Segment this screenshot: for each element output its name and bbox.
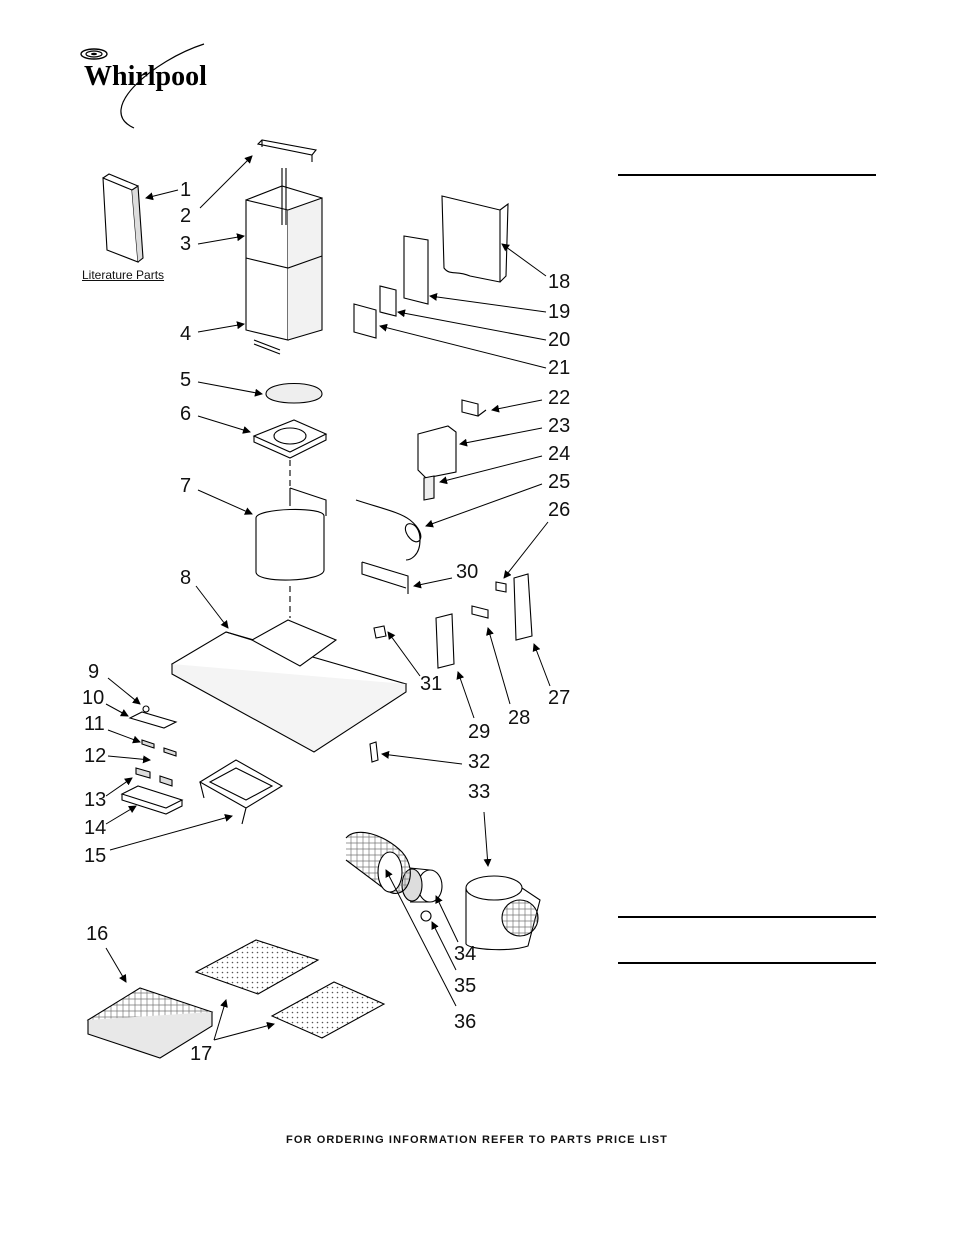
part-29 (435, 613, 455, 669)
callout-35: 35 (454, 975, 477, 997)
callout-31: 31 (420, 673, 443, 695)
callout-11: 11 (84, 713, 105, 735)
callout-9: 9 (88, 661, 100, 683)
callout-8: 8 (180, 567, 192, 589)
bracket-19 (403, 235, 429, 305)
bracket-21 (353, 303, 377, 339)
rule-top (618, 174, 876, 176)
duct-bracket (256, 139, 318, 162)
callout-3: 3 (180, 233, 192, 255)
callout-5: 5 (180, 369, 192, 391)
callout-28: 28 (508, 707, 531, 729)
callout-24: 24 (548, 443, 571, 465)
blower-wheel (345, 831, 411, 894)
ordering-info-footer: FOR ORDERING INFORMATION REFER TO PARTS … (286, 1134, 668, 1146)
washer (420, 910, 432, 922)
callout-12: 12 (84, 745, 107, 767)
blower-housing (465, 875, 541, 951)
callout-2: 2 (180, 205, 192, 227)
chimney-cover (245, 168, 323, 355)
callout-7: 7 (180, 475, 192, 497)
grease-filter-left (194, 939, 320, 995)
grease-tray (198, 759, 284, 825)
callout-13: 13 (84, 789, 107, 811)
callout-6: 6 (180, 403, 192, 425)
power-cord (355, 499, 422, 561)
bracket-20 (379, 285, 397, 317)
callout-33: 33 (468, 781, 491, 803)
callout-19: 19 (548, 301, 571, 323)
callout-23: 23 (548, 415, 571, 437)
part-31 (373, 625, 387, 639)
callout-21: 21 (548, 357, 571, 379)
callout-18: 18 (548, 271, 571, 293)
callout-34: 34 (454, 943, 477, 965)
callout-16: 16 (86, 923, 109, 945)
callout-30: 30 (456, 561, 479, 583)
hood-canopy (170, 619, 408, 753)
callout-15: 15 (84, 845, 107, 867)
callout-1: 1 (180, 179, 192, 201)
literature-parts-label: Literature Parts (82, 268, 165, 282)
part-32 (369, 741, 379, 763)
control-board (513, 573, 533, 641)
mounting-panel (441, 195, 509, 283)
clip-26 (495, 581, 507, 593)
callout-14: 14 (84, 817, 107, 839)
bracket-22 (461, 399, 487, 417)
callout-32: 32 (468, 751, 491, 773)
svg-text:Whirlpool: Whirlpool (84, 61, 207, 92)
literature-book (102, 173, 144, 263)
callout-22: 22 (548, 387, 571, 409)
charcoal-filter (86, 987, 214, 1059)
grease-filter-right (270, 981, 386, 1039)
control-panel-parts (120, 705, 184, 815)
callout-25: 25 (548, 471, 571, 493)
whirlpool-logo: Whirlpool (80, 43, 207, 129)
callout-36: 36 (454, 1011, 477, 1033)
junction-box (417, 425, 457, 479)
callout-27: 27 (548, 687, 571, 709)
part-28 (471, 605, 489, 619)
callout-20: 20 (548, 329, 571, 351)
connector (423, 475, 435, 501)
callout-26: 26 (548, 499, 571, 521)
duct-cover-box (255, 487, 327, 581)
blower-motor (401, 867, 443, 903)
damper (265, 382, 323, 404)
rule-middle (618, 916, 876, 918)
bracket-30 (361, 561, 409, 594)
callout-4: 4 (180, 323, 192, 345)
rule-bottom (618, 962, 876, 964)
callout-17: 17 (190, 1043, 213, 1065)
duct-adapter (252, 419, 328, 459)
callout-29: 29 (468, 721, 491, 743)
callout-10: 10 (82, 687, 105, 709)
